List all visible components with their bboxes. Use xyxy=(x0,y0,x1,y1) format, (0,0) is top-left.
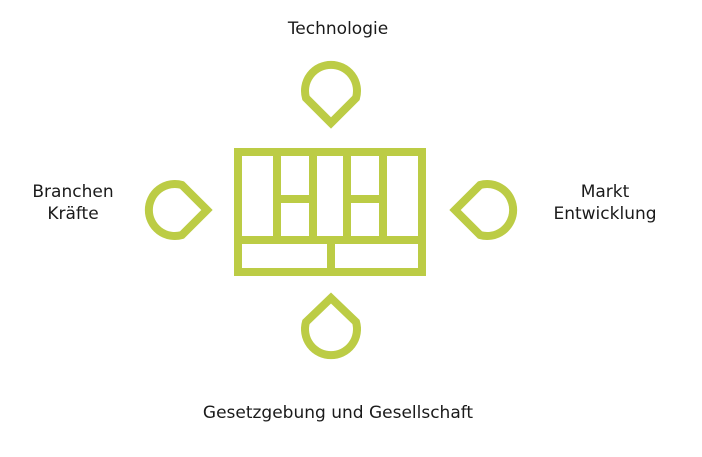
center-block-icon xyxy=(234,148,426,276)
label-left-line1: Branchen xyxy=(32,182,114,202)
label-bottom-text: Gesetzgebung und Gesellschaft xyxy=(202,403,474,423)
label-top-text: Technologie xyxy=(287,19,389,39)
label-right-line2: Entwicklung xyxy=(553,204,657,224)
drop-left-icon xyxy=(144,180,213,240)
drop-bottom-icon xyxy=(301,292,361,360)
label-gesetzgebung-gesellschaft: Gesetzgebung und Gesellschaft xyxy=(0,402,676,424)
label-markt-entwicklung: Markt Entwicklung xyxy=(540,181,670,225)
label-left-line2: Kräfte xyxy=(47,204,99,224)
label-branchen-kraefte: Branchen Kräfte xyxy=(18,181,128,225)
label-technologie: Technologie xyxy=(0,18,676,40)
drop-top-icon xyxy=(301,60,361,129)
label-right-line1: Markt xyxy=(580,182,630,202)
drop-right-icon xyxy=(449,180,518,240)
